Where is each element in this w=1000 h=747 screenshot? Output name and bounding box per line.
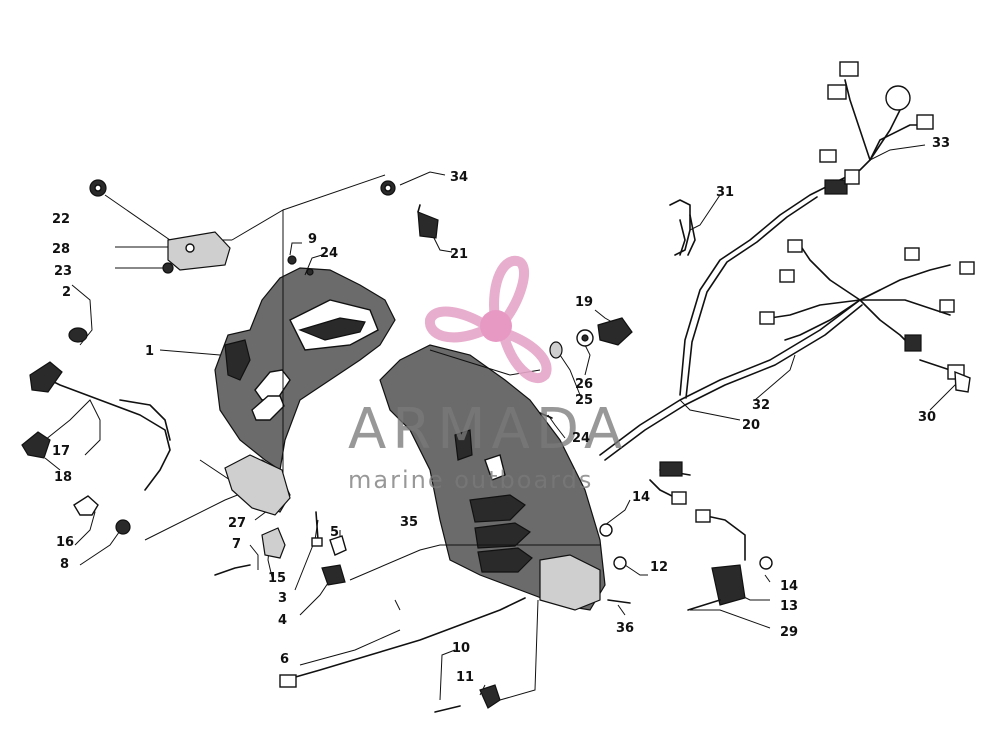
callout-3: 3: [278, 591, 287, 606]
callout-9: 9: [308, 232, 317, 247]
callout-18: 18: [54, 470, 72, 485]
side-panel: [379, 344, 606, 611]
callout-4: 4: [278, 613, 287, 628]
callout-17: 17: [52, 444, 70, 459]
callout-13: 13: [780, 599, 798, 614]
callout-14b: 14: [780, 579, 798, 594]
harness-connectors: [659, 61, 975, 505]
callout-25: 25: [575, 393, 593, 408]
callout-33: 33: [932, 136, 950, 151]
callout-20: 20: [742, 418, 760, 433]
callout-12: 12: [650, 560, 668, 575]
wire-harness: [599, 79, 961, 501]
callout-32: 32: [752, 398, 770, 413]
callout-31: 31: [716, 185, 734, 200]
callout-24b: 24: [572, 431, 590, 446]
callout-10: 10: [452, 641, 470, 656]
callout-35: 35: [400, 515, 418, 530]
leader-lines: [39, 144, 961, 701]
callout-36: 36: [616, 621, 634, 636]
watermark: ARMADA marine outboards: [348, 255, 628, 494]
callout-1: 1: [145, 344, 154, 359]
callout-15: 15: [268, 571, 286, 586]
watermark-title: ARMADA: [348, 397, 628, 462]
callout-14a: 14: [632, 490, 650, 505]
callout-7: 7: [232, 537, 241, 552]
callout-8: 8: [60, 557, 69, 572]
callout-29: 29: [780, 625, 798, 640]
callout-11: 11: [456, 670, 474, 685]
propeller-logo: [424, 255, 552, 384]
callout-5: 5: [330, 525, 339, 540]
callout-24a: 24: [320, 246, 338, 261]
callout-30: 30: [918, 410, 936, 425]
callout-19: 19: [575, 295, 593, 310]
console-housing: [214, 267, 396, 513]
callout-2: 2: [62, 285, 71, 300]
callout-27: 27: [228, 516, 246, 531]
callout-23: 23: [54, 264, 72, 279]
small-parts: [21, 179, 971, 713]
callout-16: 16: [56, 535, 74, 550]
callout-26: 26: [575, 377, 593, 392]
callout-21: 21: [450, 247, 468, 262]
callout-6: 6: [280, 652, 289, 667]
callout-34: 34: [450, 170, 468, 185]
callout-22: 22: [52, 212, 70, 227]
callout-28: 28: [52, 242, 70, 257]
callout-labels: 22 28 23 2 1 17 18 16 8 27 7 15 3 4 5 6 …: [52, 136, 950, 685]
watermark-subtitle: marine outboards: [348, 466, 593, 494]
